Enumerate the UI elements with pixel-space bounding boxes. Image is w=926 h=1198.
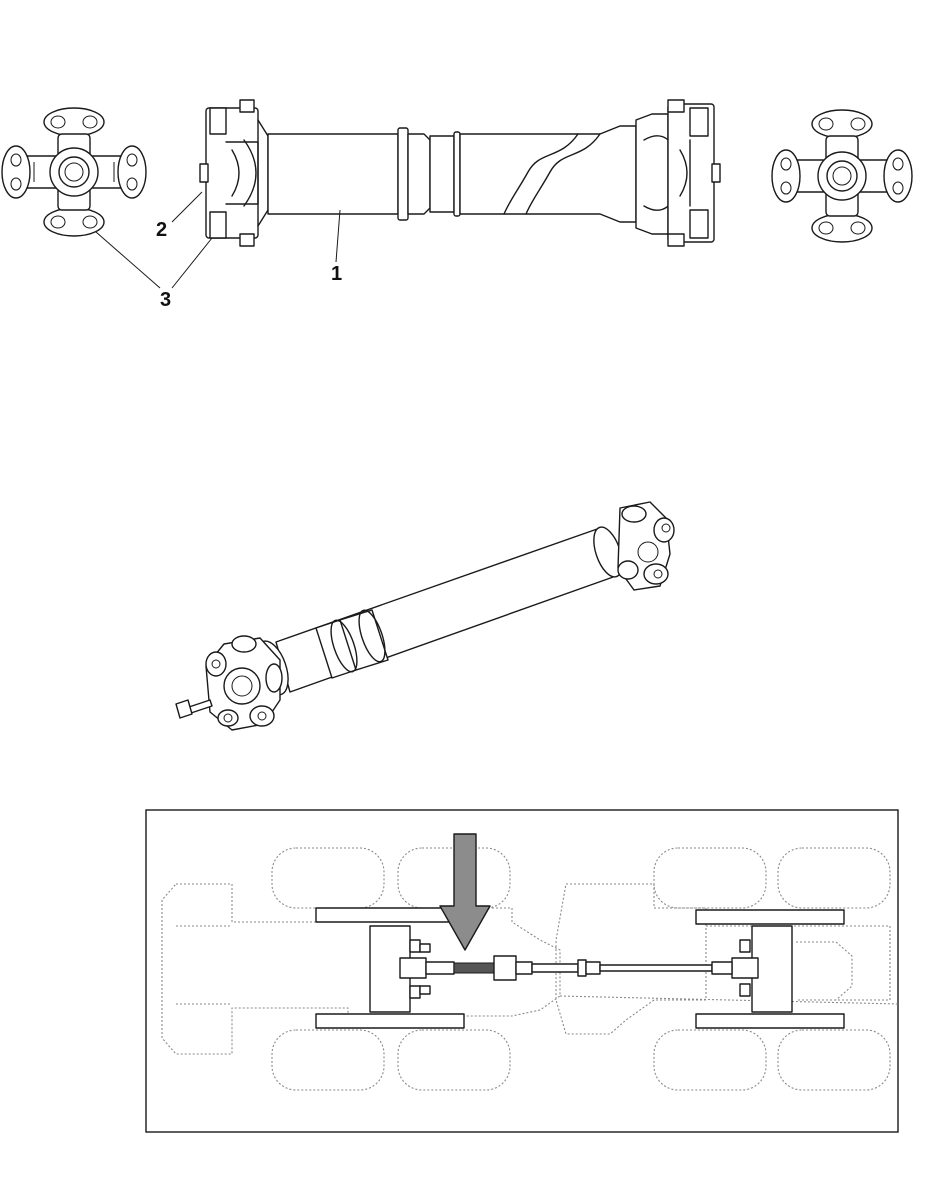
exploded-side-view: 1 2 3 — [1, 99, 913, 311]
callout-1: 1 — [331, 263, 342, 285]
callout-2: 2 — [156, 219, 167, 241]
right-universal-joint-cross — [771, 109, 913, 243]
propeller-shaft-side — [199, 99, 721, 247]
callout-2-leader — [171, 191, 203, 223]
flange-bolt — [175, 699, 213, 719]
left-universal-joint-cross — [1, 107, 147, 237]
callout-3-leader-a — [171, 237, 213, 289]
location-arrow-icon — [439, 833, 491, 951]
callout-3: 3 — [160, 289, 171, 311]
chassis-location-view — [145, 809, 899, 1133]
callout-1-leader — [335, 209, 341, 263]
isometric-shaft-view — [175, 501, 675, 731]
chassis-propeller-shaft — [425, 955, 733, 981]
callout-3-leader-b — [95, 231, 161, 289]
